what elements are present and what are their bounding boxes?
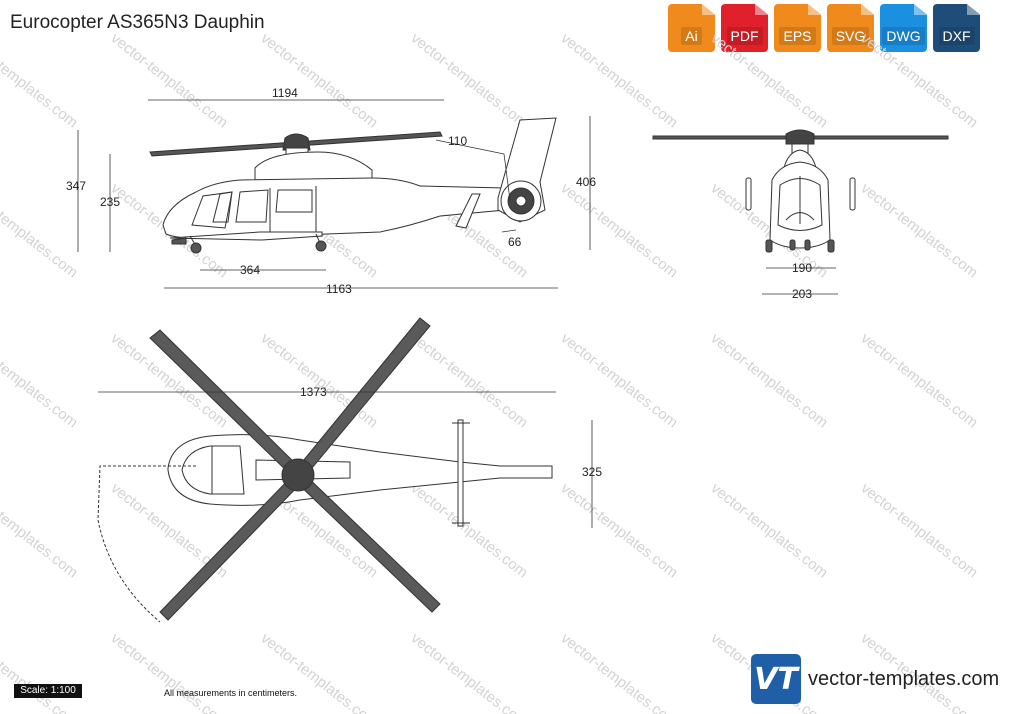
watermark-text: vector-templates.com xyxy=(858,480,981,582)
watermark-text: vector-templates.com xyxy=(0,630,81,714)
dimension-labels: 1194 110 406 347 235 66 364 1163 190 203… xyxy=(66,86,812,479)
dwg-download-button[interactable]: DWG xyxy=(880,4,927,52)
dim-overall-length: 1163 xyxy=(326,282,352,296)
dim-rotor-diameter: 1373 xyxy=(300,385,327,399)
top-rotor-hub xyxy=(281,458,315,492)
watermark-text: vector-templates.com xyxy=(858,30,981,132)
watermark-text: vector-templates.com xyxy=(0,480,81,582)
pdf-download-button[interactable]: PDF xyxy=(721,4,768,52)
watermark-text: vector-templates.com xyxy=(108,30,231,132)
side-view xyxy=(149,117,557,254)
dim-tail-rotor: 110 xyxy=(448,134,467,148)
watermark-text: vector-templates.com xyxy=(858,180,981,282)
watermark-text: vector-templates.com xyxy=(408,30,531,132)
watermark-text: vector-templates.com xyxy=(0,180,81,282)
watermark-text: vector-templates.com xyxy=(258,30,381,132)
watermark-text: vector-templates.com xyxy=(408,330,531,432)
watermark-text: vector-templates.com xyxy=(558,30,681,132)
dim-wheelbase: 364 xyxy=(240,263,260,277)
watermark-text: vector-templates.com xyxy=(708,30,831,132)
top-cockpit xyxy=(181,445,245,495)
vt-logo-icon: VT xyxy=(751,654,801,704)
dim-front-track: 190 xyxy=(792,261,812,275)
watermark-text: vector-templates.com xyxy=(558,630,681,714)
dim-stabilizer-span: 325 xyxy=(582,465,602,479)
watermark-text: vector-templates.com xyxy=(0,30,81,132)
watermark-text: vector-templates.com xyxy=(258,630,381,714)
front-view xyxy=(652,129,949,253)
watermark-text: vector-templates.com xyxy=(558,180,681,282)
watermark-text: vector-templates.com xyxy=(408,630,531,714)
scale-badge: Scale: 1:100 xyxy=(14,684,82,698)
dim-rotor-span: 1194 xyxy=(272,86,298,100)
ai-label: Ai xyxy=(681,27,702,45)
watermark-text: vector-templates.com xyxy=(108,630,231,714)
dim-fenestron-offset: 66 xyxy=(508,235,522,249)
side-rotor-hub xyxy=(282,133,311,151)
watermark-text: vector-templates.com xyxy=(558,480,681,582)
eps-download-button[interactable]: EPS xyxy=(774,4,821,52)
brand-footer[interactable]: VT vector-templates.com xyxy=(751,654,999,704)
dim-overall-height: 406 xyxy=(576,175,596,189)
watermark-text: vector-templates.com xyxy=(558,330,681,432)
svg-label: SVG xyxy=(831,27,870,45)
side-stabilizer xyxy=(455,193,481,229)
dimension-lines xyxy=(77,99,838,528)
side-cabin-window xyxy=(235,189,269,223)
watermark-text: vector-templates.com xyxy=(708,480,831,582)
watermark-text: vector-templates.com xyxy=(0,330,81,432)
watermark-text: vector-templates.com xyxy=(258,330,381,432)
brand-name: vector-templates.com xyxy=(808,667,1000,690)
dim-cabin-height: 235 xyxy=(100,195,120,209)
dxf-download-button[interactable]: DXF xyxy=(933,4,980,52)
top-view xyxy=(97,317,553,623)
ai-download-button[interactable]: Ai xyxy=(668,4,715,52)
door-swing-outline xyxy=(97,465,196,623)
page-title: Eurocopter AS365N3 Dauphin xyxy=(10,12,265,33)
top-stabilizer xyxy=(457,419,464,527)
dxf-label: DXF xyxy=(938,27,975,45)
side-nose-wheel xyxy=(190,242,202,254)
pdf-label: PDF xyxy=(726,27,763,45)
measurement-note: All measurements in centimeters. xyxy=(164,688,298,698)
side-main-wheel xyxy=(315,240,327,252)
watermark-text: vector-templates.com xyxy=(708,330,831,432)
format-buttons: Ai PDF EPS SVG DWG DXF xyxy=(668,4,980,52)
top-fuselage xyxy=(167,434,553,506)
watermark-layer: vector-templates.com vector-templates.com… xyxy=(0,30,981,714)
watermark-text: vector-templates.com xyxy=(408,480,531,582)
dim-front-width: 203 xyxy=(792,287,812,301)
svg-download-button[interactable]: SVG xyxy=(827,4,874,52)
side-rear-window xyxy=(275,189,313,213)
dwg-label: DWG xyxy=(882,27,925,45)
dim-fuselage-height: 347 xyxy=(66,179,86,193)
watermark-text: vector-templates.com xyxy=(858,330,981,432)
front-rotor-hub xyxy=(785,129,815,145)
eps-label: EPS xyxy=(779,27,816,45)
